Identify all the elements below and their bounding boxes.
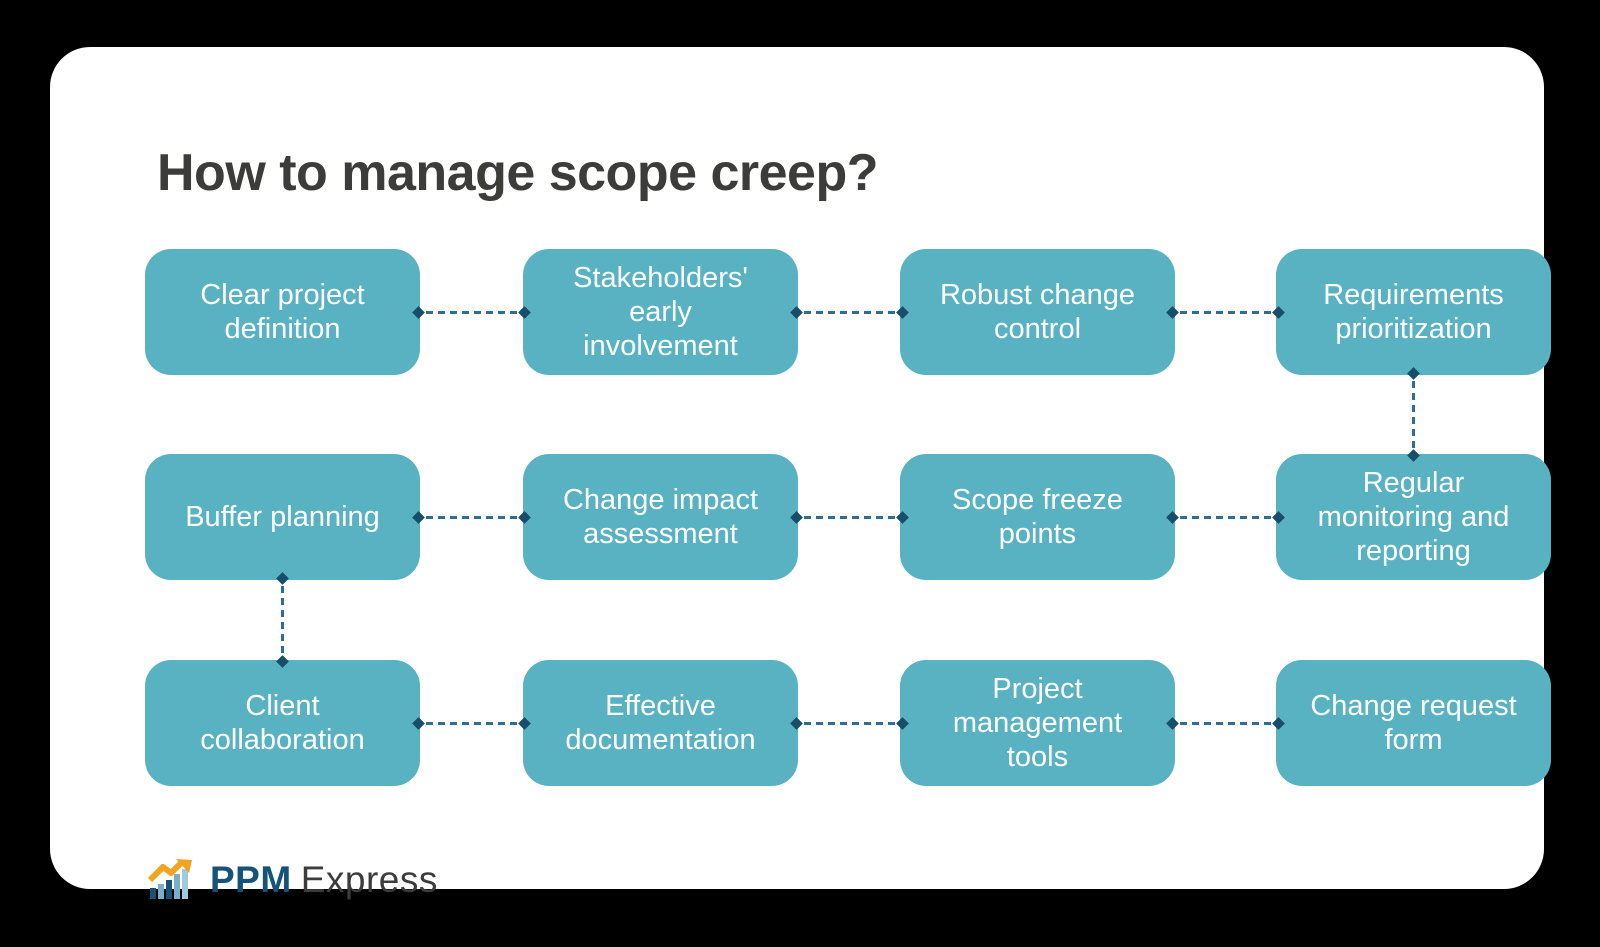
box-label: Requirements prioritization xyxy=(1323,279,1504,345)
box-label: Regular monitoring and reporting xyxy=(1317,467,1510,567)
box-requirements-prioritization: Requirements prioritization xyxy=(1276,249,1551,375)
connector-requirements-to-monitoring xyxy=(1407,367,1420,462)
box-label: Effective documentation xyxy=(565,690,756,756)
connector-row3-3-4 xyxy=(1166,717,1285,730)
dashed-line xyxy=(1412,381,1415,448)
page-title: How to manage scope creep? xyxy=(157,144,878,202)
diamond-endpoint-icon xyxy=(790,511,803,524)
dashed-line xyxy=(426,722,517,725)
logo-express-text: Express xyxy=(300,859,438,900)
connector-row2-1-2 xyxy=(412,511,531,524)
connector-row1-2-3 xyxy=(790,306,909,319)
box-stakeholders-early-involvement: Stakeholders' early involvement xyxy=(523,249,798,375)
connector-row2-2-3 xyxy=(790,511,909,524)
diamond-endpoint-icon xyxy=(1166,511,1179,524)
infographic-card: How to manage scope creep? Clear project… xyxy=(50,47,1551,900)
connector-buffer-to-client xyxy=(276,572,289,668)
box-label: Change impact assessment xyxy=(562,484,759,550)
box-label: Robust change control xyxy=(939,279,1136,345)
box-clear-project-definition: Clear project definition xyxy=(145,249,420,375)
diamond-endpoint-icon xyxy=(896,511,909,524)
diamond-endpoint-icon xyxy=(518,306,531,319)
diamond-endpoint-icon xyxy=(1166,717,1179,730)
diamond-endpoint-icon xyxy=(518,511,531,524)
connector-row1-3-4 xyxy=(1166,306,1285,319)
connector-row3-1-2 xyxy=(412,717,531,730)
box-project-management-tools: Project management tools xyxy=(900,660,1175,786)
box-label: Buffer planning xyxy=(185,501,380,533)
dashed-line xyxy=(1180,516,1271,519)
diamond-endpoint-icon xyxy=(790,717,803,730)
diamond-endpoint-icon xyxy=(790,306,803,319)
diamond-endpoint-icon xyxy=(412,717,425,730)
dashed-line xyxy=(426,311,517,314)
connector-row1-1-2 xyxy=(412,306,531,319)
diamond-endpoint-icon xyxy=(1272,717,1285,730)
box-label: Stakeholders' early involvement xyxy=(573,262,748,362)
box-label: Change request form xyxy=(1310,690,1517,756)
logo-ppm-text: PPM xyxy=(210,859,292,900)
box-scope-freeze-points: Scope freeze points xyxy=(900,454,1175,580)
connector-row2-3-4 xyxy=(1166,511,1285,524)
diamond-endpoint-icon xyxy=(1407,367,1420,380)
dashed-line xyxy=(426,516,517,519)
diamond-endpoint-icon xyxy=(896,717,909,730)
box-label: Scope freeze points xyxy=(952,484,1123,550)
diamond-endpoint-icon xyxy=(1272,511,1285,524)
dashed-line xyxy=(804,516,895,519)
trending-bar-chart-icon xyxy=(148,859,192,899)
diamond-endpoint-icon xyxy=(1407,449,1420,462)
diamond-endpoint-icon xyxy=(896,306,909,319)
box-change-impact-assessment: Change impact assessment xyxy=(523,454,798,580)
diamond-endpoint-icon xyxy=(412,511,425,524)
diamond-endpoint-icon xyxy=(1166,306,1179,319)
diamond-endpoint-icon xyxy=(412,306,425,319)
box-client-collaboration: Client collaboration xyxy=(145,660,420,786)
box-label: Client collaboration xyxy=(200,690,365,756)
box-buffer-planning: Buffer planning xyxy=(145,454,420,580)
box-robust-change-control: Robust change control xyxy=(900,249,1175,375)
diamond-endpoint-icon xyxy=(1272,306,1285,319)
dashed-line xyxy=(281,586,284,654)
diamond-endpoint-icon xyxy=(276,655,289,668)
connector-row3-2-3 xyxy=(790,717,909,730)
diamond-endpoint-icon xyxy=(276,572,289,585)
diamond-endpoint-icon xyxy=(518,717,531,730)
box-label: Clear project definition xyxy=(200,279,365,345)
box-regular-monitoring-reporting: Regular monitoring and reporting xyxy=(1276,454,1551,580)
box-effective-documentation: Effective documentation xyxy=(523,660,798,786)
dashed-line xyxy=(1180,311,1271,314)
box-label: Project management tools xyxy=(952,673,1123,773)
dashed-line xyxy=(1180,722,1271,725)
dashed-line xyxy=(804,311,895,314)
box-change-request-form: Change request form xyxy=(1276,660,1551,786)
dashed-line xyxy=(804,722,895,725)
